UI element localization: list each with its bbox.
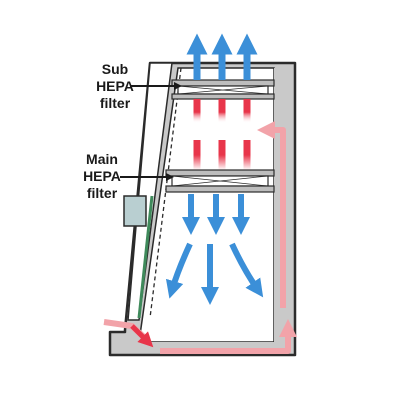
- main-hepa-label-line-1: Main: [86, 151, 118, 167]
- sub-hepa-label-line-1: Sub: [102, 61, 128, 77]
- inflow-recirculation: [103, 121, 297, 354]
- bottom-plenum: [143, 342, 286, 346]
- main-hepa-label: Main HEPA filter: [83, 151, 121, 201]
- front-sash: [127, 62, 173, 321]
- sub-hepa-label-line-3: filter: [100, 95, 131, 111]
- sub-hepa-filter: [171, 79, 275, 100]
- sash-green-strip: [137, 195, 154, 319]
- downflow-airflow: [165, 194, 264, 305]
- main-hepa-label-line-2: HEPA: [83, 168, 121, 184]
- main-hepa-filter: [165, 169, 275, 193]
- sub-hepa-label: Sub HEPA filter: [96, 61, 134, 111]
- exhaust-airflow: [186, 33, 258, 80]
- sub-hepa-label-line-2: HEPA: [96, 78, 134, 94]
- sash-housing: [123, 195, 147, 227]
- contaminated-airflow-up: [193, 99, 251, 170]
- main-hepa-label-line-3: filter: [87, 185, 118, 201]
- rear-duct-wall: [274, 68, 282, 342]
